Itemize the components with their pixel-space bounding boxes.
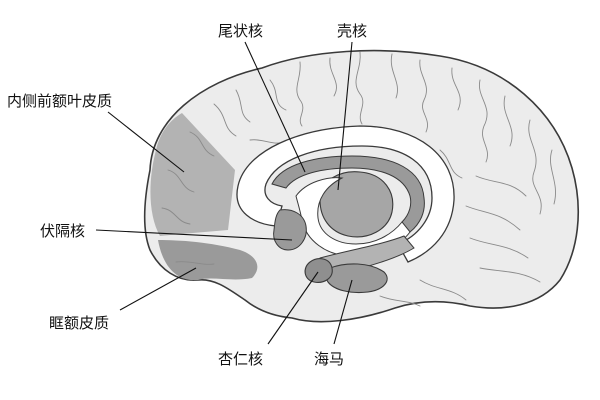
label-accumbens: 伏隔核 [40, 222, 85, 240]
label-putamen: 壳核 [337, 22, 367, 40]
label-mpfc: 内侧前额叶皮质 [7, 92, 112, 110]
leader-ofc [119, 267, 197, 311]
leader-accumbens [95, 229, 293, 241]
label-amygdala: 杏仁核 [218, 350, 263, 368]
gyri-folds [161, 51, 556, 307]
leader-hippocampus [333, 279, 353, 345]
leader-putamen [337, 41, 353, 191]
lateral-ventricle [236, 125, 455, 263]
leader-amygdala [267, 271, 319, 345]
amygdala [304, 258, 333, 283]
medial-prefrontal-region [150, 113, 235, 236]
label-caudate: 尾状核 [218, 22, 263, 40]
leader-caudate [244, 41, 306, 173]
label-ofc: 眶额皮质 [49, 314, 109, 332]
nucleus-accumbens [273, 209, 307, 251]
label-hippocampus: 海马 [314, 350, 344, 368]
orbitofrontal-region [158, 240, 258, 281]
leader-mpfc [107, 111, 185, 173]
